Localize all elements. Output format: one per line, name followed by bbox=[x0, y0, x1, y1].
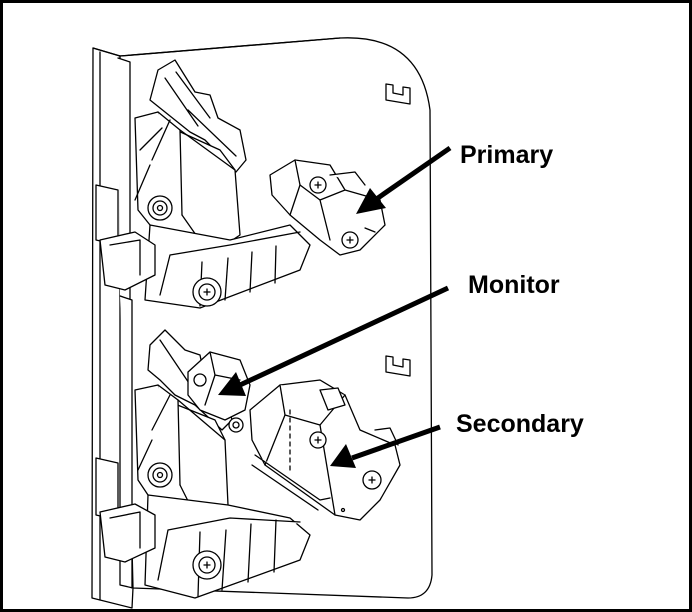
secondary-switch bbox=[249, 379, 401, 521]
secondary-label: Secondary bbox=[456, 410, 584, 438]
secondary-arrow bbox=[330, 424, 441, 468]
plate-clip-upper bbox=[385, 83, 411, 105]
lower-pivot-bolt-bottom bbox=[192, 550, 222, 580]
primary-switch bbox=[269, 159, 386, 256]
lower-actuator-lever bbox=[134, 329, 311, 599]
upper-pivot-bolt-top bbox=[147, 195, 173, 221]
lower-pivot-bolt-top bbox=[147, 462, 173, 488]
monitor-label: Monitor bbox=[468, 271, 560, 299]
primary-arrow bbox=[356, 145, 452, 214]
primary-label: Primary bbox=[460, 141, 553, 169]
plate-clip-lower bbox=[385, 355, 411, 377]
upper-pivot-bolt-bottom bbox=[192, 277, 222, 307]
upper-left-bracket bbox=[99, 231, 156, 291]
callout-arrows bbox=[218, 145, 452, 468]
lower-left-bracket bbox=[99, 503, 156, 563]
monitor-arrow bbox=[218, 285, 450, 396]
monitor-switch bbox=[187, 351, 251, 433]
